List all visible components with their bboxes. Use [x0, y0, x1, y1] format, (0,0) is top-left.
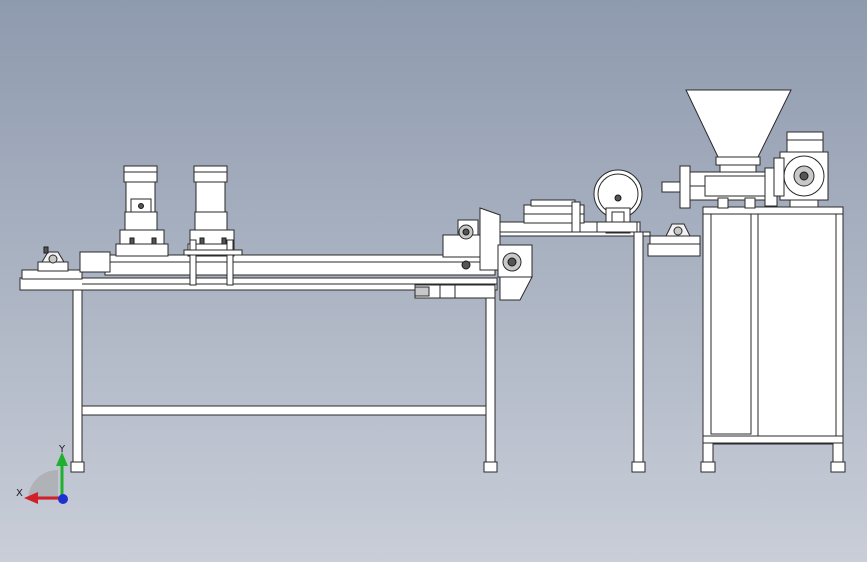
cylinder-cap — [123, 165, 158, 183]
extruder-barrel[interactable] — [661, 165, 778, 209]
frame-leg-left — [72, 279, 83, 466]
conveyor-belt — [104, 254, 496, 276]
cabinet-door-left — [710, 213, 752, 435]
y-axis-label: Y — [58, 444, 66, 455]
cylinder-unit-1[interactable] — [115, 165, 169, 257]
bearing-block-right — [647, 223, 701, 257]
foot-left — [70, 461, 85, 473]
hopper[interactable] — [685, 89, 792, 173]
transfer-frame[interactable] — [479, 199, 651, 473]
motor-housing-top — [786, 131, 824, 153]
conveyor-gear-motor[interactable] — [414, 219, 496, 299]
cylinder-cap — [193, 165, 228, 183]
cutting-wheel[interactable] — [593, 169, 643, 234]
extruder-motor[interactable] — [773, 131, 829, 208]
bearing-block-left — [37, 246, 69, 272]
frame-cross-brace — [81, 405, 487, 416]
cutter-gantry — [183, 239, 243, 286]
x-axis-label: X — [16, 488, 23, 499]
cylinder-unit-2[interactable] — [187, 165, 235, 257]
foot-mid — [483, 461, 498, 473]
foot-cabinet-right — [830, 461, 846, 473]
foot-right — [631, 461, 646, 473]
frame-leg-mid — [485, 279, 496, 466]
frame-leg-right — [633, 231, 644, 466]
foot-cabinet-left — [700, 461, 716, 473]
cabinet-door-right — [757, 213, 837, 437]
cylinder-body — [195, 181, 226, 213]
z-axis-dot — [58, 494, 68, 504]
coordinate-triad: Y X — [16, 444, 68, 504]
extruder-cabinet[interactable] — [700, 206, 846, 473]
